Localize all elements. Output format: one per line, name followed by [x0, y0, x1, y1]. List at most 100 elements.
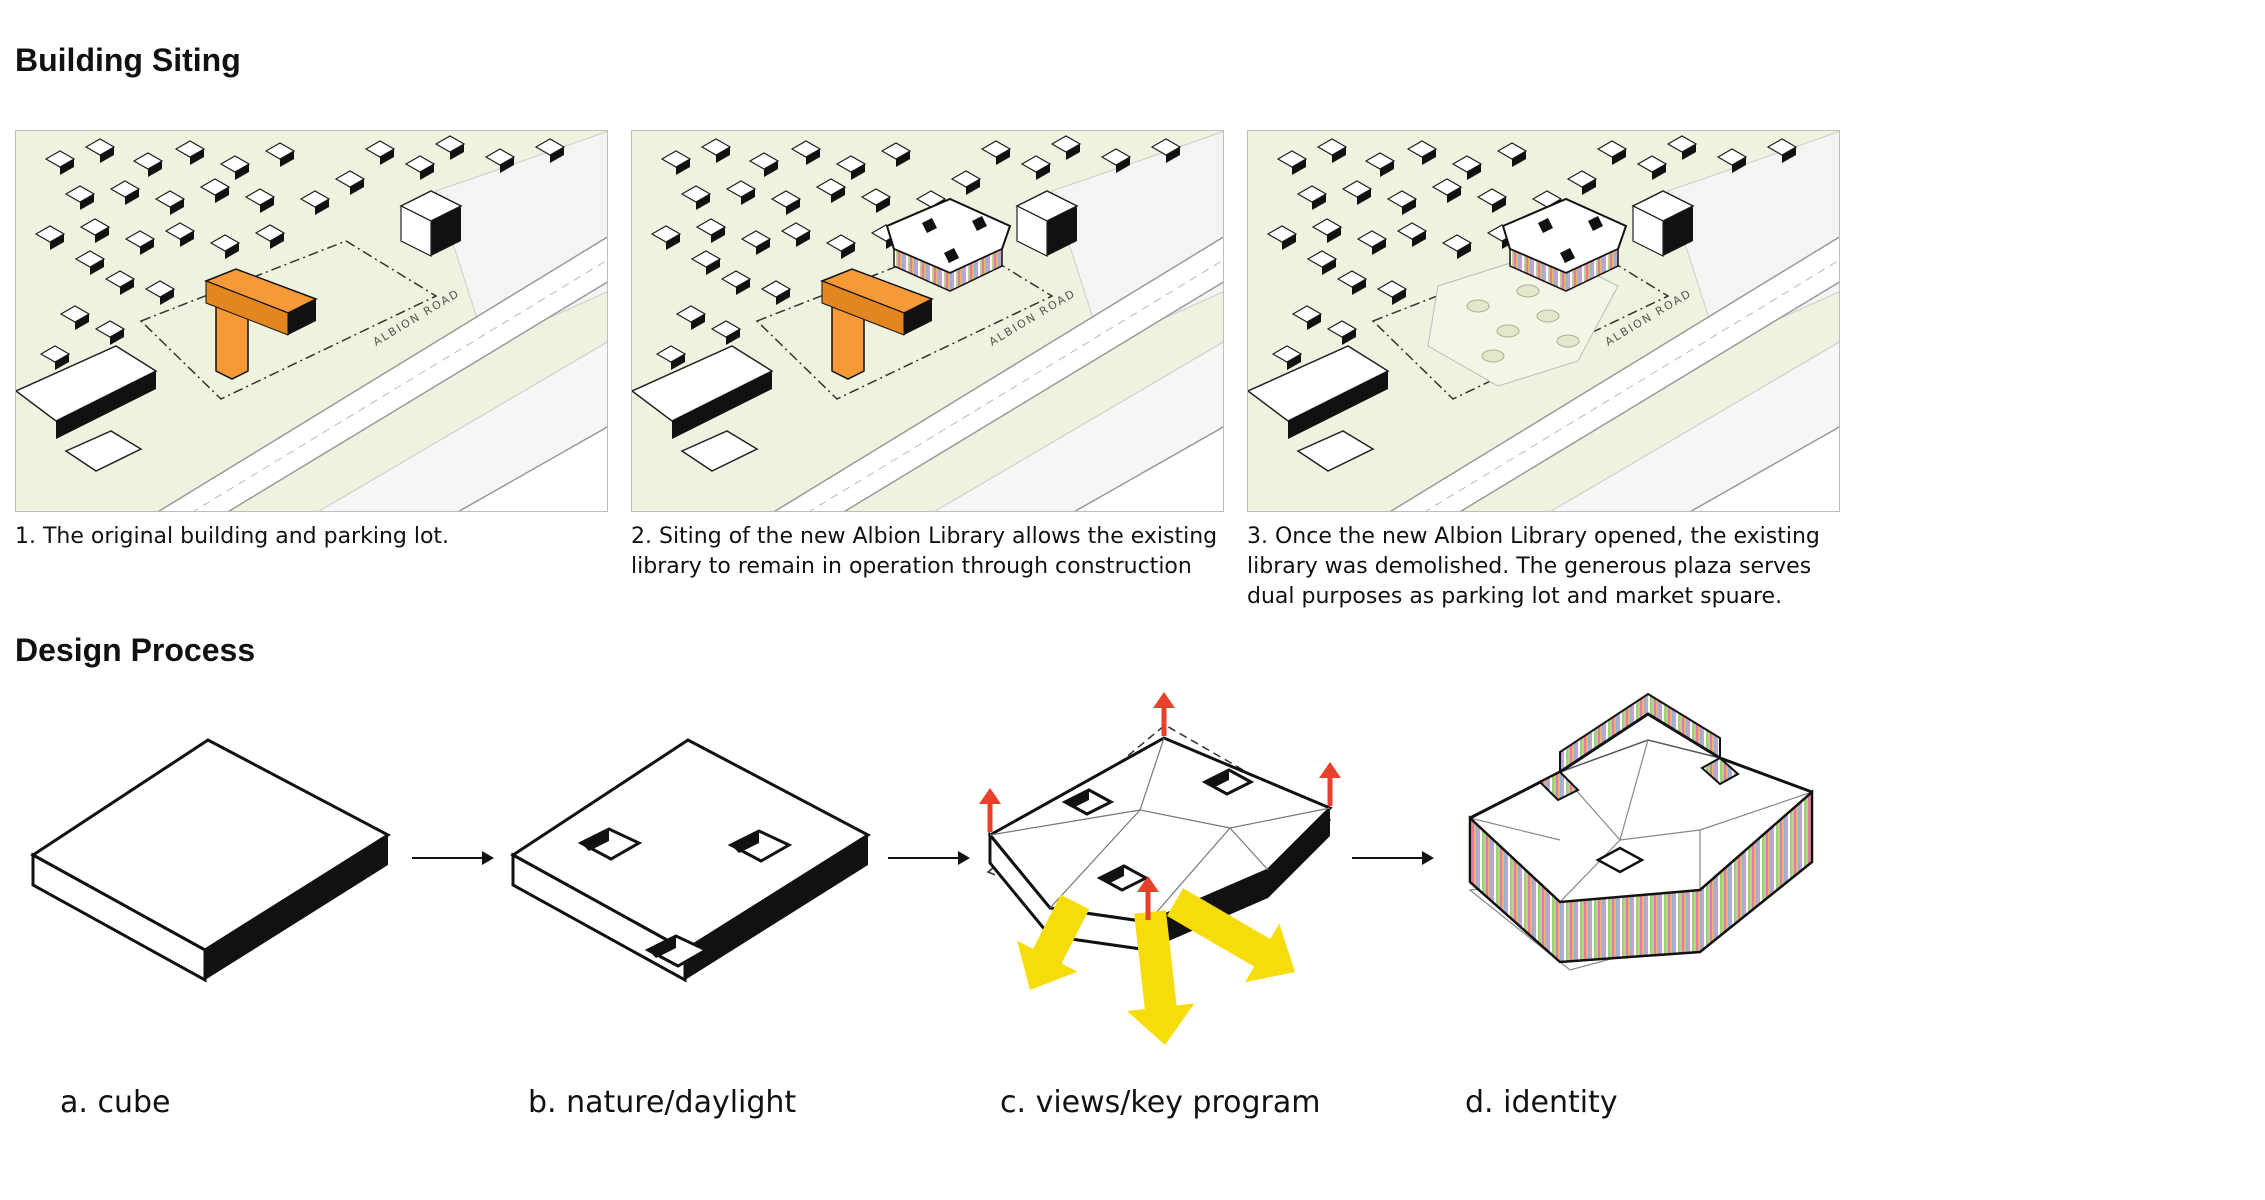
opening-shadow — [1065, 790, 1089, 808]
house-side — [831, 187, 845, 203]
siting-panel-1: ALBION ROAD — [15, 130, 608, 512]
daylight-volume — [510, 738, 871, 983]
siting-caption-3: 3. Once the new Albion Library opened, t… — [1247, 524, 1820, 609]
house-side — [180, 231, 194, 247]
houses — [34, 135, 566, 370]
siting-caption-2: 2. Siting of the new Albion Library allo… — [631, 524, 1218, 579]
house-side — [711, 227, 725, 243]
house-side — [120, 279, 134, 295]
plaza-planter — [1556, 334, 1580, 348]
house-side — [280, 151, 294, 167]
house-side — [1467, 164, 1481, 180]
site-boundary — [755, 240, 1054, 400]
right-arrow-icon — [1352, 851, 1434, 865]
house-side — [270, 233, 284, 249]
house-side — [90, 259, 104, 275]
house-side — [756, 239, 770, 255]
siting-panel-3: ALBION ROAD — [1247, 130, 1840, 512]
house-side — [75, 314, 89, 330]
design-process-diagram — [30, 692, 1814, 1045]
house-side — [741, 189, 755, 205]
courtyard-opening — [922, 218, 937, 233]
opening-shadow — [648, 936, 676, 958]
roof-fold — [1699, 791, 1813, 831]
road-centerline — [1425, 259, 1839, 511]
house-side — [1782, 147, 1796, 163]
daylight-arrow-icon — [1126, 910, 1195, 1045]
house-side — [1392, 289, 1406, 305]
house-side — [1327, 227, 1341, 243]
courtyard-opening — [1588, 216, 1603, 231]
small-building — [1296, 430, 1375, 472]
slab-top — [30, 738, 391, 952]
house-side — [1732, 157, 1746, 173]
warehouse-side — [56, 371, 156, 439]
up-arrow-icon — [1137, 876, 1159, 920]
house-side — [1422, 149, 1436, 165]
house-side — [50, 234, 64, 250]
identity-volume — [1468, 692, 1814, 971]
section-title-design-process: Design Process — [15, 632, 256, 668]
roof-fold — [1079, 809, 1141, 821]
house-side — [1322, 259, 1336, 275]
views-roof — [987, 736, 1333, 924]
house-side — [1036, 164, 1050, 180]
slab-right-face — [205, 835, 388, 980]
section-title-building-siting: Building Siting — [15, 42, 241, 78]
house-side — [190, 149, 204, 165]
roof-fold — [1619, 739, 1649, 841]
house-side — [350, 179, 364, 195]
road-centerline — [193, 259, 607, 511]
roof-fold — [1559, 839, 1621, 903]
plaza-planter — [1481, 349, 1505, 363]
house-side — [60, 159, 74, 175]
house-side — [1342, 329, 1356, 345]
house-side — [215, 187, 229, 203]
house-side — [1447, 187, 1461, 203]
plaza-planter — [1516, 284, 1540, 298]
new-library-facade — [893, 247, 1003, 292]
house-side — [786, 199, 800, 215]
house-side — [95, 227, 109, 243]
road-centerline — [809, 259, 1223, 511]
site-plan-drawing: ALBION ROAD — [1248, 131, 1839, 511]
courtyard-wall — [1538, 770, 1580, 802]
step-label-views-key-program: c. views/key program — [1000, 1085, 1321, 1120]
roof-fold — [1139, 737, 1165, 811]
up-arrow-icon — [979, 788, 1001, 832]
house-side — [1512, 151, 1526, 167]
house-side — [776, 289, 790, 305]
house-side — [1116, 157, 1130, 173]
siting-caption-1: 1. The original building and parking lot… — [15, 524, 450, 549]
small-building — [680, 430, 759, 472]
tower-side — [1047, 206, 1077, 256]
old-library-side — [904, 299, 932, 335]
house-side — [1352, 279, 1366, 295]
house-side — [315, 199, 329, 215]
albion-road — [157, 236, 607, 511]
house-side — [1457, 243, 1471, 259]
step-label-identity: d. identity — [1465, 1085, 1618, 1120]
step-label-nature-daylight: b. nature/daylight — [528, 1085, 797, 1120]
opening-shadow — [1205, 770, 1229, 788]
house-side — [1282, 234, 1296, 250]
roof-fold — [1619, 829, 1701, 841]
step-label-cube: a. cube — [60, 1085, 171, 1120]
house-side — [716, 147, 730, 163]
house-side — [1066, 144, 1080, 160]
roof-fold — [1147, 827, 1231, 923]
slab-top — [510, 738, 871, 952]
commercial-block — [1689, 426, 1839, 511]
house-side — [676, 159, 690, 175]
right-arrow-icon — [412, 851, 494, 865]
roof-fold — [989, 819, 1081, 836]
daylight-arrow-icon — [1017, 894, 1090, 990]
site-boundary — [139, 240, 438, 400]
up-arrow-icon — [1153, 692, 1175, 736]
house-side — [235, 164, 249, 180]
house-side — [140, 239, 154, 255]
roof-fold — [1049, 809, 1141, 909]
house-side — [420, 164, 434, 180]
old-library-side — [288, 299, 316, 335]
house-side — [1682, 144, 1696, 160]
